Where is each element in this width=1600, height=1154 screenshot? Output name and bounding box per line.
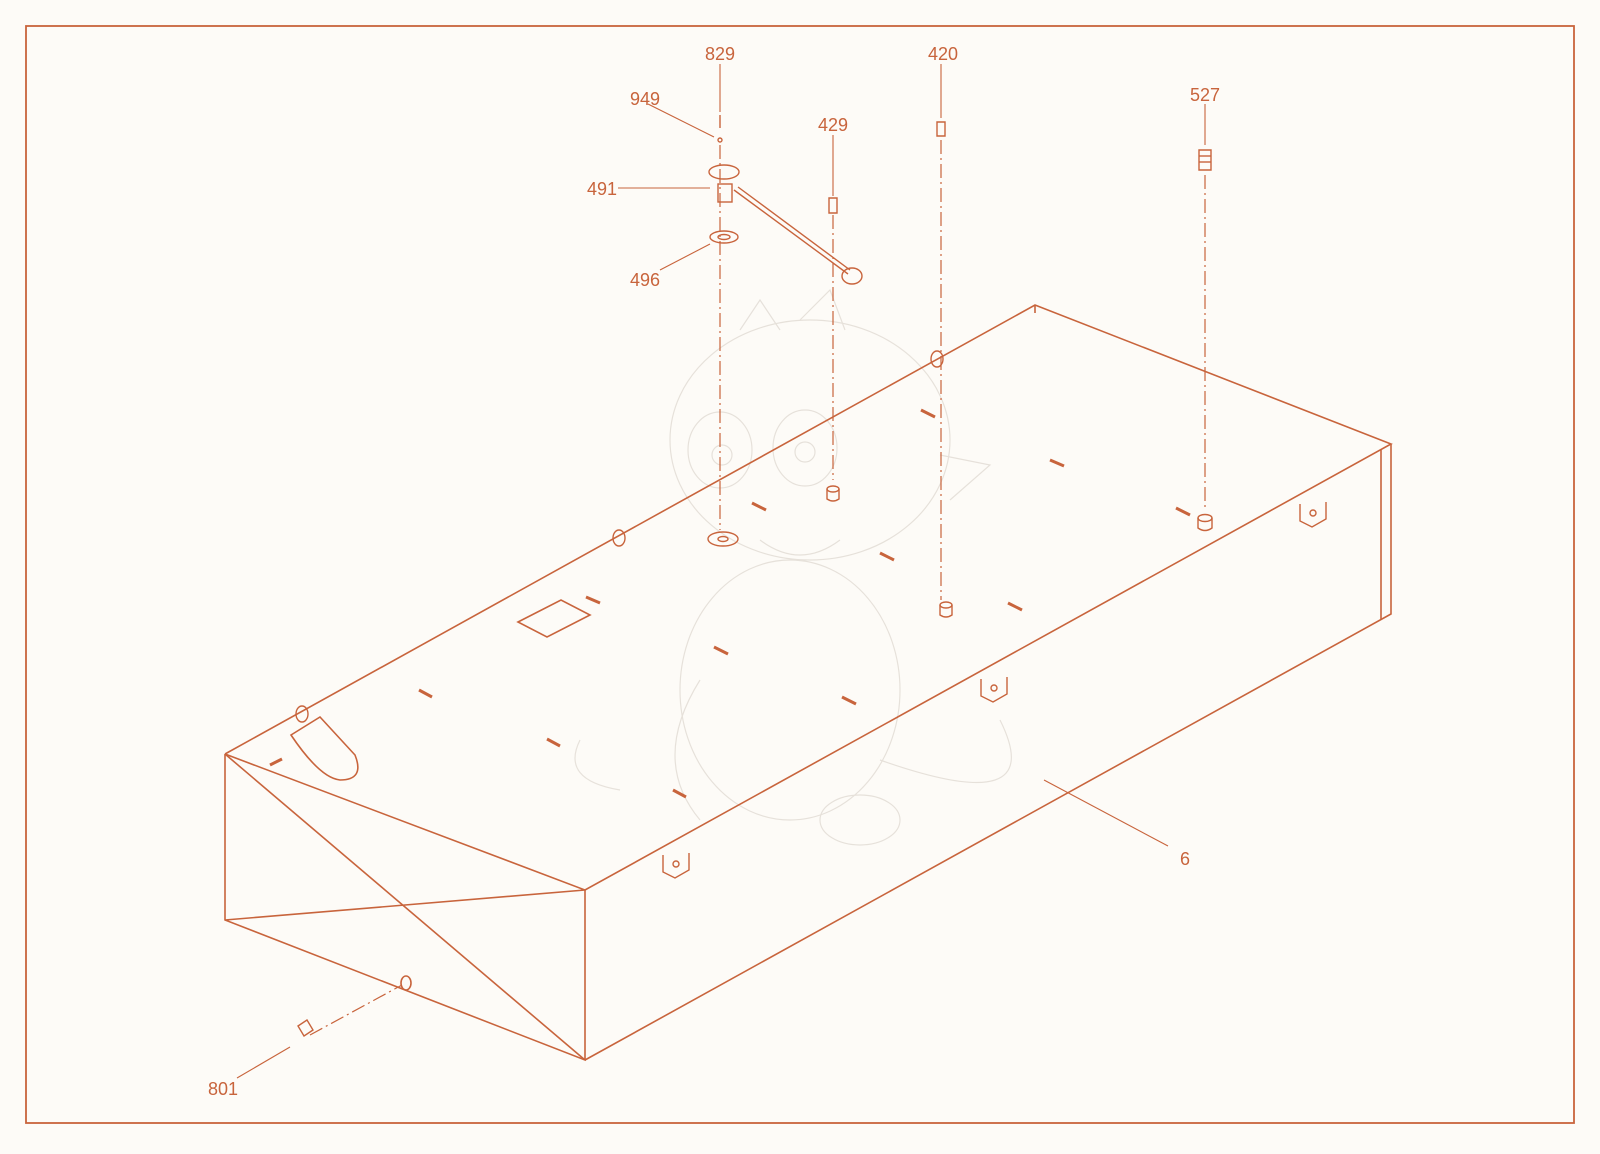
- callout-801: 801: [208, 1079, 238, 1099]
- callout-949: 949: [630, 89, 660, 109]
- callout-527: 527: [1190, 85, 1220, 105]
- top-ports: [707, 485, 1213, 618]
- callout-491: 491: [587, 179, 617, 199]
- callout-829: 829: [705, 44, 735, 64]
- fuel-sender-assembly: [708, 115, 863, 285]
- callout-429: 429: [818, 115, 848, 135]
- baffle-slots: [269, 408, 1191, 799]
- callout-496: 496: [630, 270, 660, 290]
- callout-420: 420: [928, 44, 958, 64]
- drain-hole: [400, 975, 412, 991]
- mounting-brackets: [662, 502, 1327, 879]
- inspection-hatch: [516, 599, 592, 638]
- sheet-border: [25, 25, 1575, 1124]
- callout-6: 6: [1180, 849, 1190, 869]
- corner-cover: [289, 715, 359, 781]
- loose-fittings: [297, 121, 1212, 1037]
- leader-lines: [236, 64, 1206, 1079]
- tank-body: [224, 304, 1393, 1062]
- centre-lines: [309, 140, 1206, 1036]
- dragon-watermark: [574, 288, 1012, 846]
- lifting-lugs: [295, 350, 944, 723]
